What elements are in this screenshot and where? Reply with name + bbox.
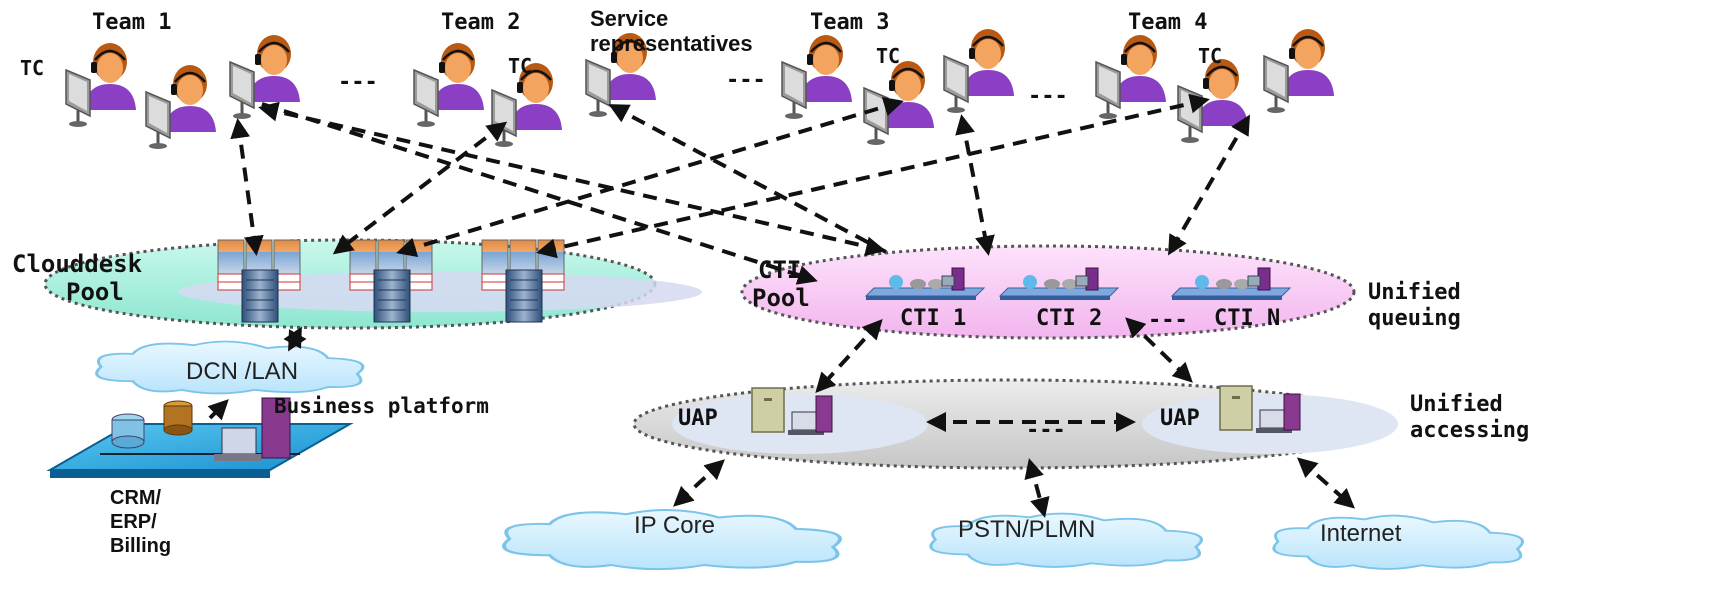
unified-queuing-line1: Unified [1368,280,1461,305]
cti-line1: CTI [758,256,802,284]
dcn-lan-label: DCN /LAN [186,358,299,385]
cti-pool-label: CTI Pool [752,256,810,312]
crm-line1: CRM/ [110,487,162,509]
clouddesk-inner-ellipse [178,272,702,312]
solid-connectors [207,326,307,421]
service-reps-line1: Service [590,6,669,31]
crm-line3: Billing [110,535,172,557]
team-1-label: Team 1 [92,10,172,35]
team-2-label: Team 2 [441,10,521,35]
cti-1-label: CTI 1 [900,306,967,331]
unified-accessing-line1: Unified [1410,392,1503,417]
ellipsis-team-2: --- [726,68,766,93]
ip-core-label: IP Core [634,512,715,539]
unified-accessing-label: Unified accessing [1410,392,1529,444]
business-platform-label: Business platform [274,394,489,418]
uap-2-label: UAP [1160,406,1200,431]
crm-line2: ERP/ [110,511,157,533]
uap-1-label: UAP [678,406,718,431]
business-platform-icon [46,397,354,478]
cti-line2: Pool [752,284,810,312]
service-representatives-label: Service representatives [590,6,753,56]
ellipsis-team-1: --- [338,70,378,95]
ellipsis-cti: --- [1148,308,1188,333]
clouddesk-line1: Clouddesk [12,250,143,278]
ellipsis-uap: --- [1026,418,1066,443]
ellipsis-team-3: --- [1028,84,1068,109]
team-4-tc-label: TC [1198,44,1223,68]
team-1-agents [64,33,302,151]
internet-label: Internet [1320,520,1402,547]
cti-2-label: CTI 2 [1036,306,1103,331]
clouddesk-line2: Pool [66,278,124,306]
cti-n-label: CTI N [1214,306,1281,331]
connector-lines [230,93,1355,518]
team-2-tc-label: TC [508,54,533,78]
clouddesk-pool-label: Clouddesk Pool [12,250,142,306]
team-3-label: Team 3 [810,10,890,35]
unified-accessing-line2: accessing [1410,418,1530,443]
unified-queuing-label: Unified queuing [1368,280,1461,332]
crm-erp-billing-label: CRM/ ERP/ Billing [110,486,171,558]
team-3-tc-label: TC [876,44,901,68]
pstn-plmn-label: PSTN/PLMN [958,516,1096,543]
unified-queuing-line2: queuing [1368,306,1461,331]
service-reps-line2: representatives [590,31,753,56]
team-1-tc-label: TC [20,56,45,80]
team-4-label: Team 4 [1128,10,1208,35]
